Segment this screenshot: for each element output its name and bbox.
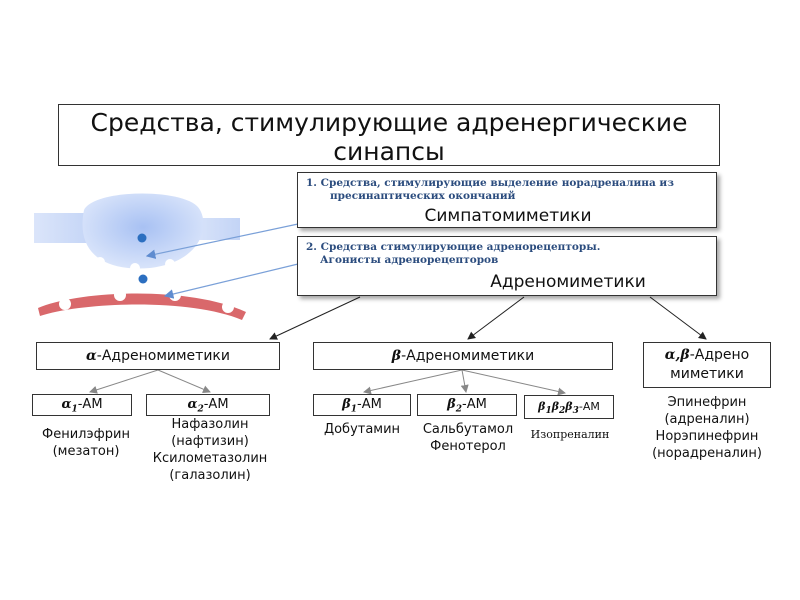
beta123-label: -АМ bbox=[578, 400, 600, 413]
alpha2-symbol: α bbox=[187, 397, 198, 412]
drugs-alpha2: Нафазолин (нафтизин) Ксилометазолин (гал… bbox=[140, 416, 280, 484]
alphabeta-am-label-2: миметики bbox=[670, 366, 744, 382]
arrow-to-alpha1 bbox=[89, 369, 159, 394]
beta1-symbol: β bbox=[342, 397, 351, 412]
drug-item: Нафазолин bbox=[171, 417, 249, 432]
alpha-adrenomimetics-box: α-Адреномиметики bbox=[36, 342, 280, 370]
arrow-to-beta bbox=[467, 296, 525, 340]
drug-item: (норадреналин) bbox=[652, 446, 762, 461]
diagram-title: Средства, стимулирующие адренергические … bbox=[58, 104, 720, 166]
alpha2-label: -АМ bbox=[203, 397, 229, 412]
drug-item: Эпинефрин bbox=[667, 395, 747, 410]
drug-item: Ксилометазолин bbox=[152, 451, 268, 466]
beta2-label: -АМ bbox=[462, 397, 487, 412]
drug-item: Изопреналин bbox=[530, 428, 610, 441]
arrow-to-alpha2 bbox=[157, 369, 211, 393]
drug-item: (нафтизин) bbox=[171, 434, 249, 449]
beta2-symbol: β bbox=[447, 397, 456, 412]
alpha2-subscript: 2 bbox=[197, 404, 204, 415]
drugs-beta2: Сальбутамол Фенотерол bbox=[412, 421, 524, 455]
drug-item: Фенотерол bbox=[430, 439, 506, 454]
arrow-to-beta2 bbox=[460, 369, 469, 393]
drugs-beta123: Изопреналин bbox=[524, 428, 616, 442]
beta-symbol: β bbox=[391, 348, 402, 364]
arrow-to-beta1 bbox=[363, 369, 463, 395]
title-line-2: синапсы bbox=[333, 137, 445, 166]
arrow-to-synapse-1 bbox=[145, 223, 299, 259]
beta123-symbol: β1β2β3 bbox=[538, 400, 579, 417]
drugs-beta1: Добутамин bbox=[312, 421, 412, 438]
group1-line-1: 1. Средства, стимулирующие выделение нор… bbox=[306, 177, 674, 189]
beta-adrenomimetics-box: β-Адреномиметики bbox=[313, 342, 613, 370]
arrow-to-alphabeta bbox=[649, 296, 707, 340]
vesicle-icon bbox=[138, 274, 148, 284]
group2-line-1: 2. Средства стимулирующие адренорецептор… bbox=[306, 241, 601, 253]
group2-box: 2. Средства стимулирующие адренорецептор… bbox=[297, 236, 717, 296]
title-line-1: Средства, стимулирующие адренергические bbox=[90, 108, 688, 137]
group1-line-2: пресинаптических окончаний bbox=[330, 190, 516, 202]
drugs-alpha1: Фенилэфрин (мезатон) bbox=[26, 426, 146, 460]
postsynaptic-membrane bbox=[38, 293, 246, 320]
group1-label: Симпатомиметики bbox=[424, 206, 592, 226]
beta123-box: β1β2β3-АМ bbox=[524, 395, 614, 419]
alpha1-subscript: 1 bbox=[71, 404, 78, 415]
drugs-alphabeta: Эпинефрин (адреналин) Норэпинефрин (нора… bbox=[640, 394, 774, 462]
alpha2-box: α2-АМ bbox=[146, 394, 270, 416]
drug-item: Добутамин bbox=[323, 422, 401, 437]
alpha-symbol: α bbox=[86, 348, 97, 364]
alphabeta-am-label: -Адрено bbox=[689, 347, 750, 363]
vesicle-icon bbox=[137, 233, 147, 243]
group2-line-2: Агонисты адренорецепторов bbox=[320, 254, 499, 266]
drug-item: Норэпинефрин bbox=[655, 429, 759, 444]
alpha-am-label: -Адреномиметики bbox=[96, 348, 230, 364]
drug-item: (галазолин) bbox=[169, 468, 251, 483]
beta-am-label: -Адреномиметики bbox=[401, 348, 535, 364]
drug-item: (мезатон) bbox=[52, 444, 120, 459]
beta2-box: β2-АМ bbox=[417, 394, 517, 416]
arrow-to-alpha bbox=[269, 296, 361, 340]
alphabeta-adrenomimetics-box: α,β-Адрено миметики bbox=[643, 342, 771, 388]
drug-item: Сальбутамол bbox=[422, 422, 514, 437]
beta1-subscript: 1 bbox=[350, 404, 358, 415]
alpha1-label: -АМ bbox=[77, 397, 103, 412]
beta2-subscript: 2 bbox=[455, 404, 463, 415]
group1-box: 1. Средства, стимулирующие выделение нор… bbox=[297, 172, 717, 228]
beta1-label: -АМ bbox=[357, 397, 382, 412]
alpha1-symbol: α bbox=[61, 397, 72, 412]
arrow-to-synapse-2 bbox=[163, 263, 299, 299]
alphabeta-symbol: α,β bbox=[664, 347, 690, 363]
synapse-illustration bbox=[34, 193, 246, 320]
drug-item: Фенилэфрин bbox=[42, 427, 130, 442]
alpha1-box: α1-АМ bbox=[32, 394, 132, 416]
beta1-box: β1-АМ bbox=[313, 394, 411, 416]
arrow-to-beta123 bbox=[461, 369, 566, 396]
presynaptic-terminal bbox=[82, 193, 204, 269]
drug-item: (адреналин) bbox=[664, 412, 750, 427]
group2-label: Адреномиметики bbox=[490, 272, 646, 292]
